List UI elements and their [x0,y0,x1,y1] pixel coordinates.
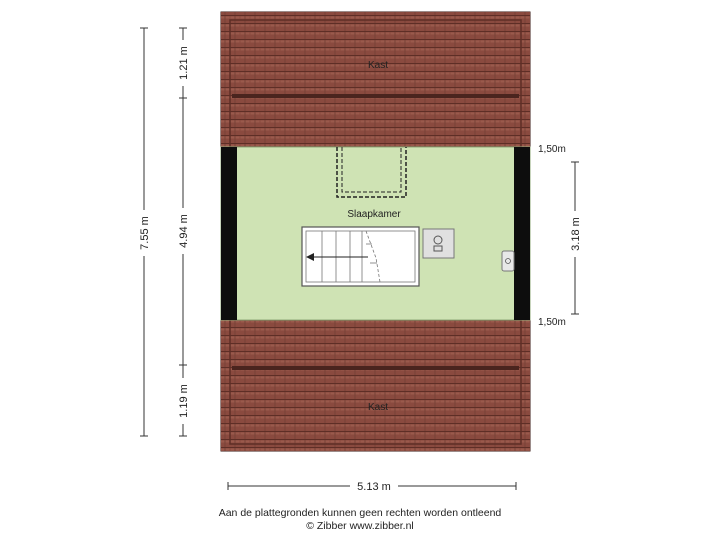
dimension-label-top-kast: 1.21 m [178,46,190,80]
footer-disclaimer: Aan de plattegronden kunnen geen rechten… [218,507,502,519]
dimension-total-height [138,27,150,437]
roof-top-section [221,12,530,147]
room-label-slaapkamer: Slaapkamer [347,209,401,220]
radiator-icon [501,250,515,272]
dormer-inner [341,147,402,193]
dimension-label-right-height: 3.18 m [570,217,582,251]
footer-copyright: © Zibber www.zibber.nl [306,520,414,532]
dimension-total-width [227,479,517,493]
room-label-top-kast: Kast [368,60,388,71]
height-label-bottom: 1,50m [538,317,566,328]
dimension-label-total-width: 5.13 m [357,481,391,493]
dimension-label-bottom-kast: 1.19 m [178,384,190,418]
boiler-icon [422,228,455,259]
dimension-label-room-depth: 4.94 m [178,214,190,248]
height-label-top: 1,50m [538,144,566,155]
dormer-outline [336,147,407,198]
left-wall [221,147,237,320]
right-wall [514,147,530,320]
roof-bottom-section [221,320,530,451]
stair-arrow-icon [306,253,368,261]
dimension-segments [177,27,189,437]
dimension-label-total-height: 7.55 m [139,216,151,250]
room-label-bottom-kast: Kast [368,402,388,413]
dimension-right-height [569,161,581,315]
